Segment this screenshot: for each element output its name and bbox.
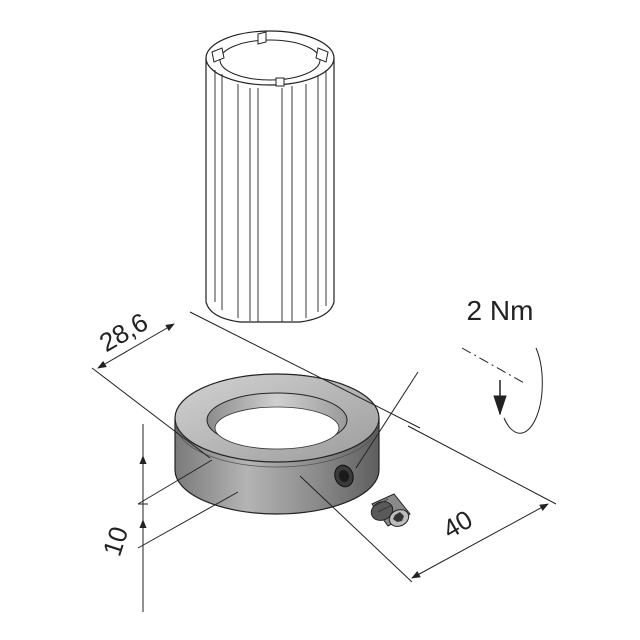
dimension-line — [97, 323, 175, 369]
extension-line — [91, 367, 211, 459]
dimension-label-outer: 40 — [437, 504, 477, 544]
dimension-height — [137, 424, 239, 612]
extension-line — [189, 311, 421, 429]
torque-rotation-icon — [461, 347, 543, 434]
extension-line — [299, 475, 413, 583]
extension-line — [137, 491, 239, 549]
dimension-line — [411, 503, 549, 579]
extension-line — [137, 459, 213, 505]
shaft-collar — [174, 373, 380, 515]
torque-label: 2 Nm — [467, 295, 534, 326]
dimension-bore — [91, 311, 421, 459]
set-screw — [370, 493, 411, 527]
dimension-outer — [299, 371, 557, 583]
dimension-label-bore: 28,6 — [94, 307, 153, 358]
dimension-label-height: 10 — [97, 523, 134, 560]
profile-tube — [205, 30, 335, 323]
extension-line — [407, 425, 557, 505]
leader-line — [355, 371, 419, 469]
